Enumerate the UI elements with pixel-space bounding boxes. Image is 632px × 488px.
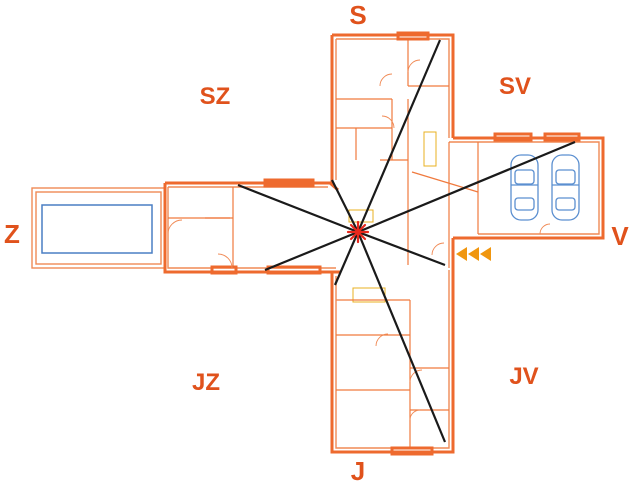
west-wing [163, 178, 340, 275]
label-north: S [349, 0, 366, 30]
direction-rays [237, 39, 576, 443]
label-northwest: SZ [200, 83, 231, 110]
south-wing [330, 268, 455, 456]
entrance-arrows-icon [456, 247, 491, 261]
car-icon [510, 154, 539, 221]
garage-wing [411, 131, 605, 268]
label-east: V [611, 221, 629, 251]
pool-icon [41, 204, 153, 254]
label-northeast: SV [499, 73, 531, 100]
car-icon [551, 154, 580, 221]
label-southwest: JZ [192, 369, 220, 396]
label-south: J [351, 456, 365, 486]
pool-terrace [31, 187, 166, 269]
compass-center-star-icon [346, 220, 370, 244]
label-southeast: JV [509, 363, 538, 390]
north-wing [330, 31, 455, 183]
label-west: Z [4, 219, 20, 249]
